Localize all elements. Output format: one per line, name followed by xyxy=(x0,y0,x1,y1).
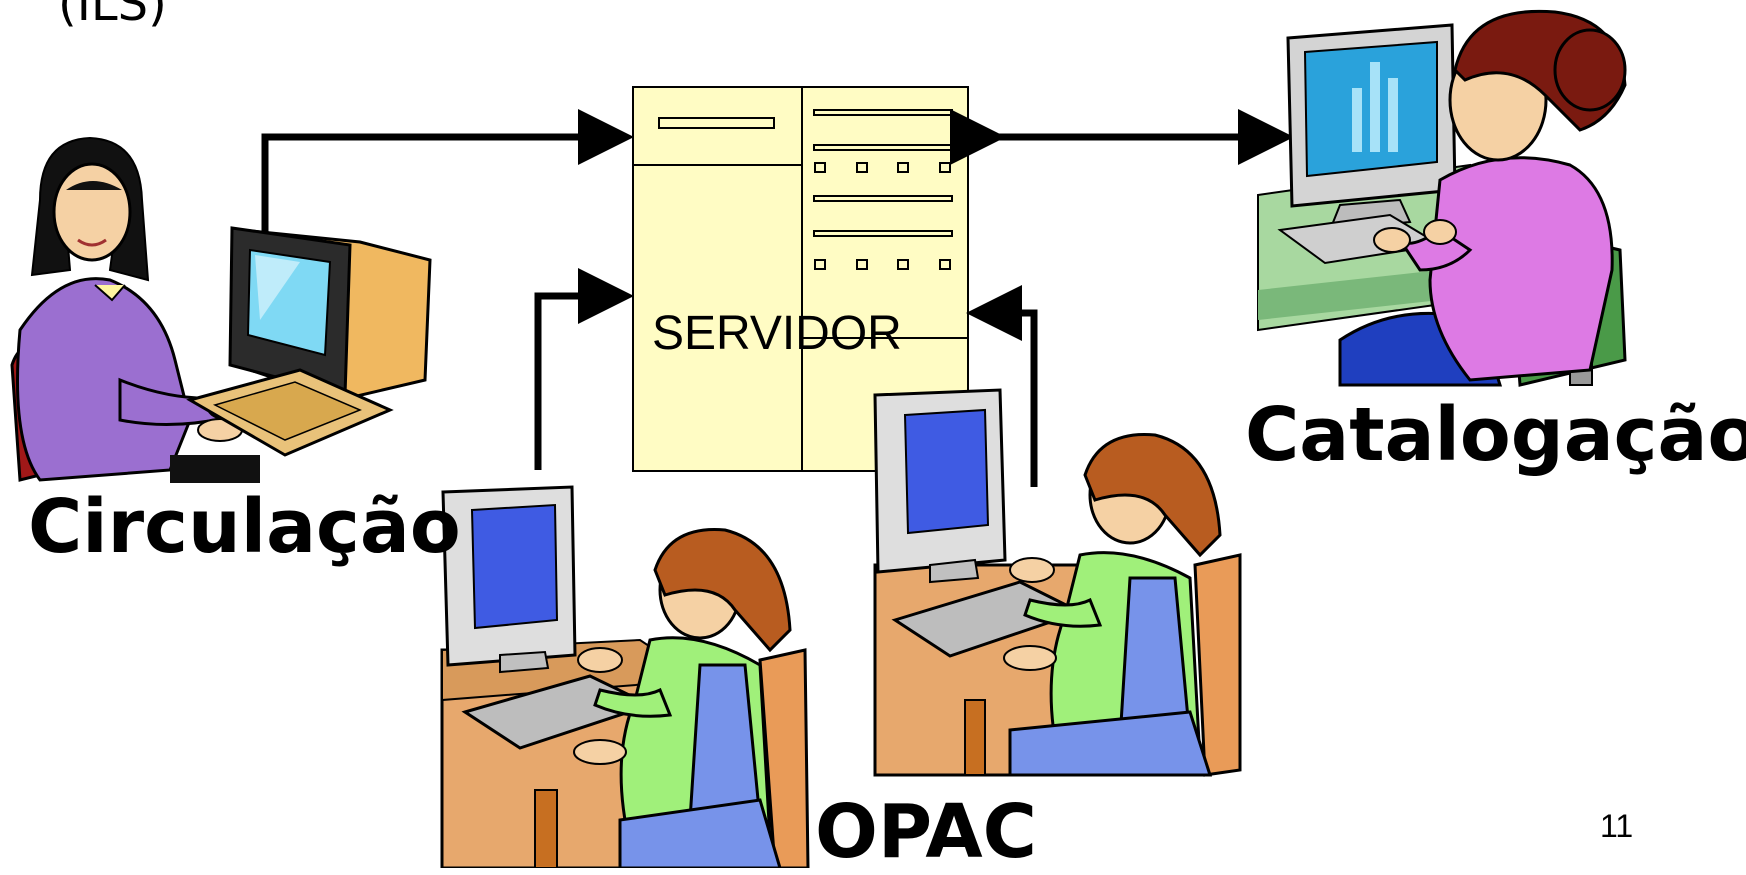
server-label: SERVIDOR xyxy=(652,307,902,360)
opac-student-left-illustration xyxy=(440,485,810,868)
opac-student-right-illustration xyxy=(873,388,1242,777)
circulation-illustration xyxy=(10,136,432,483)
circulation-label: Circulação xyxy=(28,484,461,570)
page-number: 11 xyxy=(1600,808,1634,844)
cataloguing-label: Catalogação xyxy=(1245,392,1746,478)
arrow-opac-right-to-server xyxy=(966,285,1038,487)
opac-label: OPAC xyxy=(815,789,1037,875)
cataloguing-illustration xyxy=(1257,9,1627,387)
arrow-opac-left-to-server xyxy=(534,268,634,470)
server-cabinet xyxy=(632,86,969,472)
arrow-circulation-to-server xyxy=(237,109,634,280)
arrows xyxy=(237,109,1294,487)
title-fragment: (ILS) xyxy=(58,0,167,32)
